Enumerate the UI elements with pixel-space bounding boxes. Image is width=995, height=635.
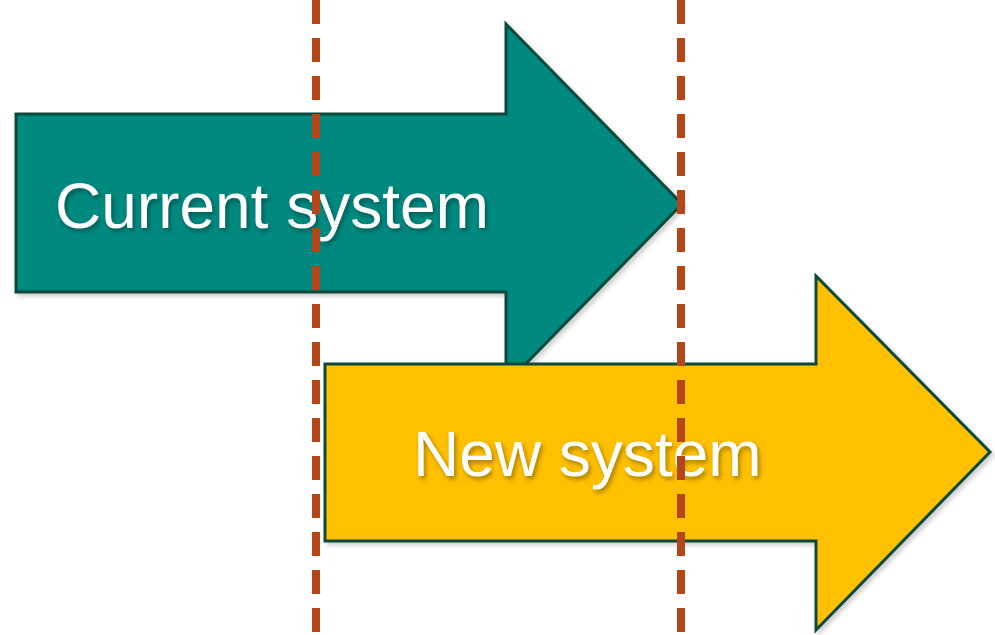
current-system-arrow: [14, 20, 685, 388]
new-system-arrow: [323, 272, 993, 634]
current-system-label: Current system: [55, 170, 489, 242]
new-system-label: New system: [413, 418, 762, 490]
